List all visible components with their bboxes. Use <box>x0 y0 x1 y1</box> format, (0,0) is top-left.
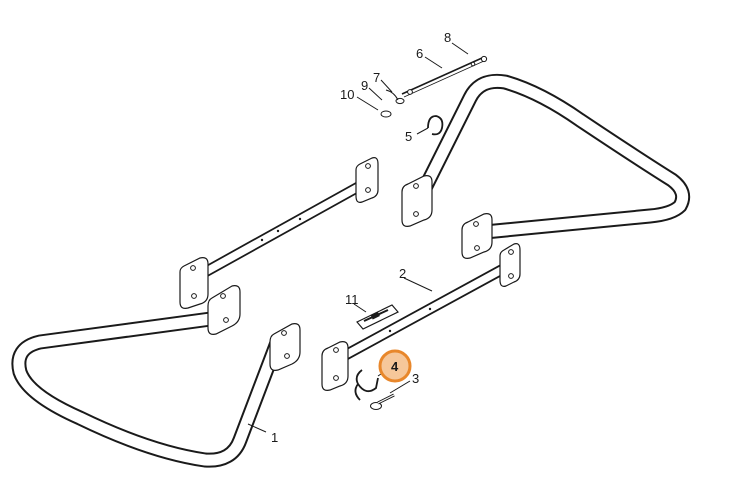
upper-left-bar-bracket-right <box>355 157 379 203</box>
leader-lines <box>247 42 469 433</box>
upper-left-bar-bracket-left <box>179 257 209 309</box>
part-labels: 1 2 3 4 5 6 7 8 9 10 11 <box>271 30 451 445</box>
left-frame-bracket-top <box>207 285 241 335</box>
part-label-7: 7 <box>373 70 380 85</box>
lower-cross-bar <box>334 262 511 364</box>
spring-clip-part <box>427 115 444 136</box>
screw-part <box>370 393 395 410</box>
right-frame-bracket-bottom <box>461 213 493 259</box>
part-label-2: 2 <box>399 266 406 281</box>
part-label-10: 10 <box>340 87 354 102</box>
cable-end-parts <box>380 89 405 118</box>
part-label-4: 4 <box>391 359 399 374</box>
part-label-3: 3 <box>412 371 419 386</box>
part-label-6: 6 <box>416 46 423 61</box>
right-frame-bracket-top <box>401 175 433 227</box>
cable-part <box>401 55 488 98</box>
left-loop-frame <box>11 310 286 468</box>
part-label-1: 1 <box>271 430 278 445</box>
part-label-11: 11 <box>345 292 359 307</box>
clamp-part <box>354 369 379 401</box>
highlight-ring <box>378 349 412 383</box>
label-plate-part <box>356 304 399 330</box>
right-loop-frame <box>417 73 691 240</box>
part-label-8: 8 <box>444 30 451 45</box>
part-label-9: 9 <box>361 78 368 93</box>
part-label-5: 5 <box>405 129 412 144</box>
lower-bar-bracket-right <box>499 243 521 287</box>
left-frame-bracket-bottom <box>269 323 301 371</box>
lower-bar-bracket-left <box>321 341 349 391</box>
upper-left-cross-bar <box>192 180 366 282</box>
